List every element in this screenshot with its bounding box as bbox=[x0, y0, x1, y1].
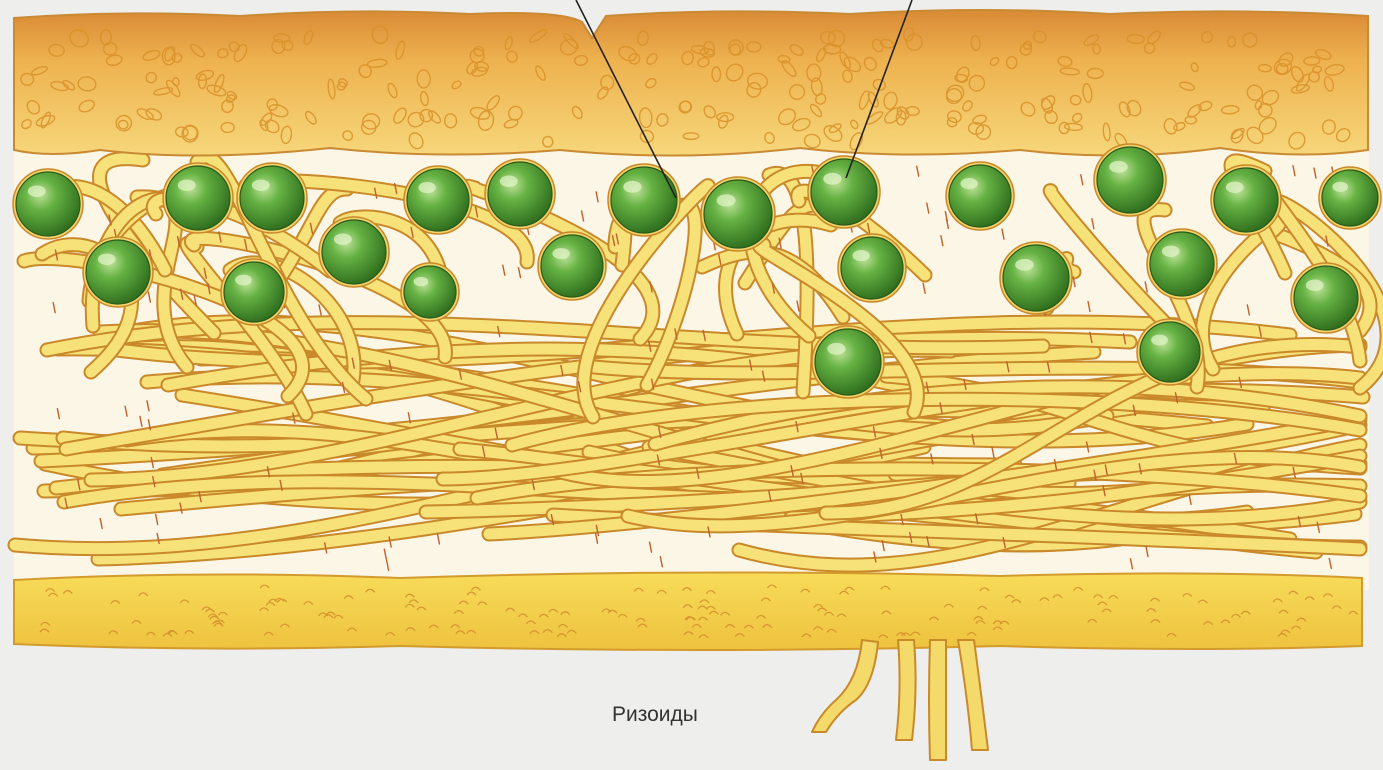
algae-cell bbox=[608, 164, 680, 236]
algae-cell bbox=[1147, 229, 1217, 299]
algae-cell bbox=[1137, 319, 1203, 385]
algae-cell bbox=[404, 166, 472, 234]
rhizoids bbox=[812, 640, 988, 760]
algae-cell bbox=[221, 259, 287, 325]
algae-cell bbox=[838, 234, 906, 302]
algae-cell bbox=[13, 169, 83, 239]
algae-cell bbox=[237, 163, 307, 233]
algae-cell bbox=[1000, 242, 1072, 314]
algae-cell bbox=[83, 237, 153, 307]
algae-cell bbox=[1291, 263, 1361, 333]
algae-cell bbox=[808, 156, 880, 228]
rhizoids-label: Ризоиды bbox=[612, 703, 698, 727]
algae-cell bbox=[946, 162, 1014, 230]
algae-cell bbox=[319, 217, 389, 287]
upper-cortex bbox=[14, 10, 1368, 156]
algae-cell bbox=[538, 232, 606, 300]
algae-cell bbox=[1319, 167, 1381, 229]
algae-cell bbox=[485, 159, 555, 229]
algae-cell bbox=[163, 163, 233, 233]
algae-cell bbox=[701, 177, 775, 251]
algae-cell bbox=[1094, 144, 1166, 216]
algae-cell bbox=[1211, 165, 1281, 235]
lower-cortex bbox=[14, 572, 1362, 650]
algae-cell bbox=[812, 326, 884, 398]
algae-cell bbox=[401, 263, 459, 321]
